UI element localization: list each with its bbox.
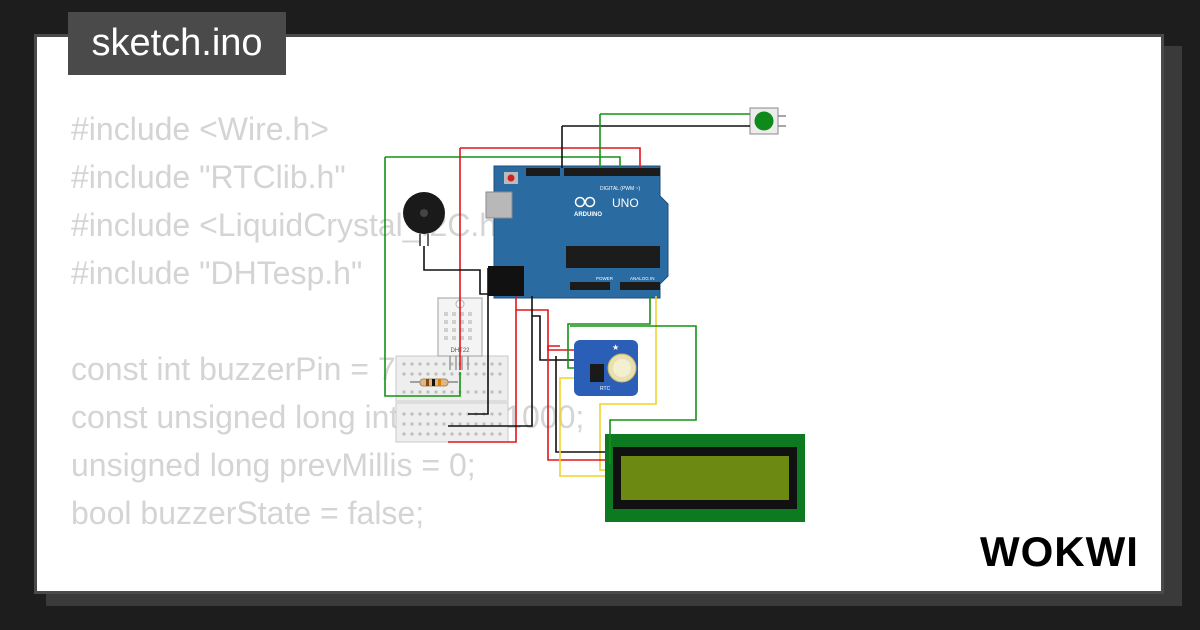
code-line: unsigned long prevMillis = 0; xyxy=(71,447,476,483)
code-line: bool buzzerState = false; xyxy=(71,495,425,531)
rtc-label: RTC xyxy=(600,386,611,392)
wokwi-wordmark: WOKWI xyxy=(980,528,1139,575)
push-button xyxy=(749,107,786,135)
power-header: POWER xyxy=(596,276,614,281)
code-line: #include "DHTesp.h" xyxy=(71,255,363,291)
buzzer xyxy=(403,192,445,246)
lcd-display xyxy=(605,434,805,522)
breadboard xyxy=(395,355,509,443)
brand-text: WOKWI xyxy=(980,528,1139,575)
file-title: sketch.ino xyxy=(68,12,286,75)
wokwi-logo: WOKWI xyxy=(978,526,1150,583)
project-card[interactable]: #include <Wire.h> #include "RTClib.h" #inc… xyxy=(34,34,1164,594)
arduino-uno: DIGITAL (PWM ~) UNO ARDUINO POWER ANALOG… xyxy=(485,165,669,299)
code-line: #include <LiquidCrystal_I2C.h> xyxy=(71,207,516,243)
analog-header: ANALOG IN xyxy=(630,276,655,281)
digital-header: DIGITAL (PWM ~) xyxy=(600,186,640,192)
code-preview: #include <Wire.h> #include "RTClib.h" #inc… xyxy=(71,105,584,591)
arduino-brand: ARDUINO xyxy=(574,212,602,218)
rtc-module: ★ RTC xyxy=(574,340,638,396)
svg-text:★: ★ xyxy=(612,343,619,352)
uno-label: UNO xyxy=(612,196,639,210)
wires xyxy=(384,113,750,477)
code-line: #include <Wire.h> xyxy=(71,111,329,147)
code-line: #include "RTClib.h" xyxy=(71,159,346,195)
